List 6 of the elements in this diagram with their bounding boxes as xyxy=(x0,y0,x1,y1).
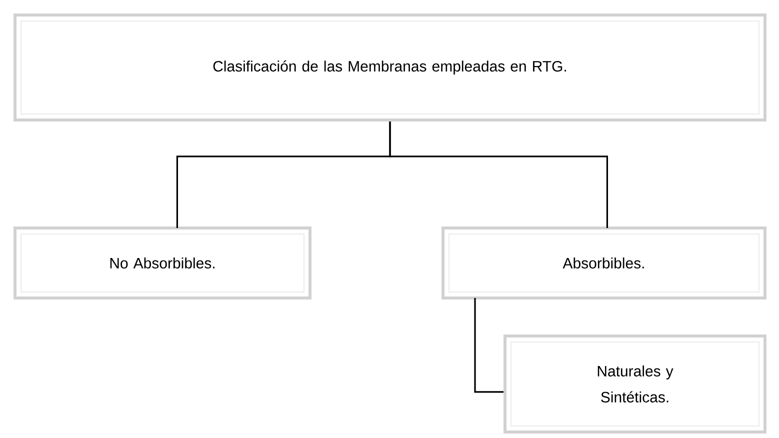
connector xyxy=(389,122,608,228)
box: Naturales y Sintéticas. xyxy=(504,334,766,434)
box: No Absorbibles. xyxy=(14,226,312,300)
box: Absorbibles. xyxy=(442,226,766,300)
box: Clasificación de las Membranas empleadas en RTG. xyxy=(14,14,766,122)
connector xyxy=(474,298,504,393)
